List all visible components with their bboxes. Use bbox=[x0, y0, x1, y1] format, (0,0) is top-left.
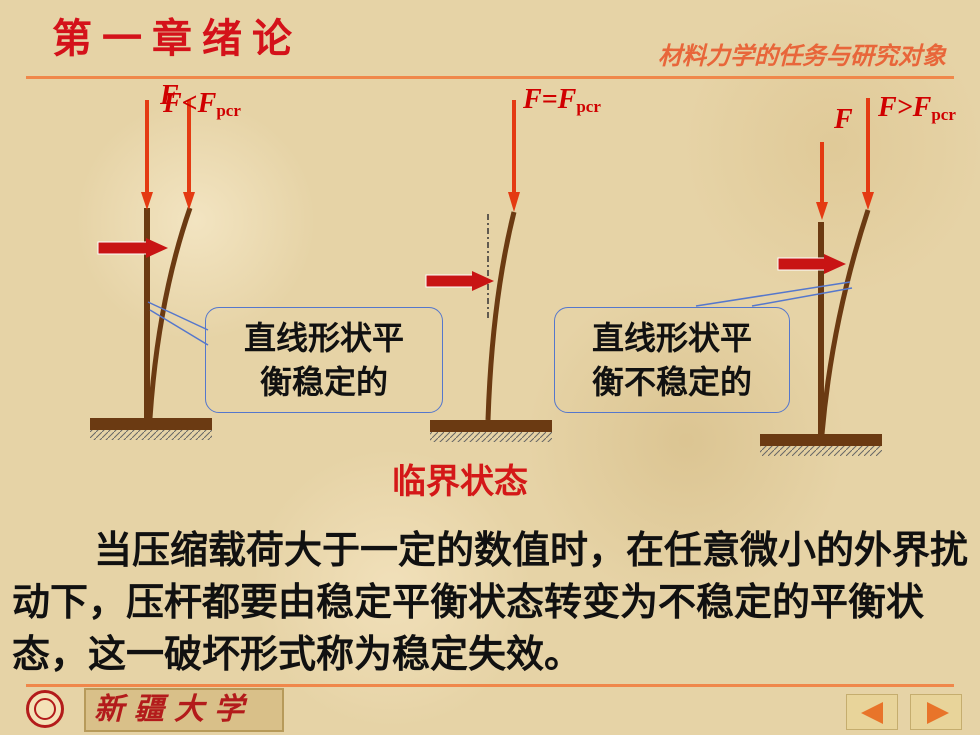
callout-pointer bbox=[149, 309, 209, 346]
prev-triangle-icon bbox=[861, 702, 883, 724]
disturbance-arrow-shaft bbox=[777, 257, 827, 271]
seal-inner-ring bbox=[34, 698, 56, 720]
load-arrow-head bbox=[141, 192, 153, 210]
straight-column bbox=[818, 222, 824, 434]
right-force-label: F bbox=[834, 104, 853, 135]
disturbance-arrow-head bbox=[146, 238, 168, 258]
load-arrow-head bbox=[862, 192, 874, 210]
footer-divider bbox=[26, 684, 954, 687]
university-name: 新疆大学 bbox=[84, 688, 284, 732]
unstable-callout: 直线形状平 衡不稳定的 bbox=[554, 307, 790, 413]
callout-pointer bbox=[751, 287, 853, 307]
disturbance-arrow-head bbox=[472, 271, 494, 291]
load-arrow-head bbox=[508, 192, 520, 212]
chapter-title: 第一章绪论 bbox=[52, 15, 302, 62]
straight-column bbox=[144, 208, 150, 420]
callout-line: 衡稳定的 bbox=[259, 363, 388, 401]
critical-state-label: 临界状态 bbox=[392, 462, 528, 502]
callout-pointer bbox=[147, 301, 209, 331]
prev-slide-button[interactable] bbox=[846, 694, 898, 730]
stable-callout: 直线形状平 衡稳定的 bbox=[205, 307, 443, 413]
left-column-diagram bbox=[90, 100, 212, 440]
middle-condition-label: F=Fpcr bbox=[523, 84, 601, 116]
load-arrow-head bbox=[816, 202, 828, 220]
bent-column bbox=[147, 207, 193, 419]
header-divider bbox=[26, 76, 954, 79]
section-subtitle: 材料力学的任务与研究对象 bbox=[658, 42, 946, 70]
base-plate bbox=[760, 434, 882, 446]
base-plate bbox=[430, 420, 552, 432]
callout-line: 衡不稳定的 bbox=[591, 363, 752, 401]
left-condition-label: F<Fpcr bbox=[163, 88, 241, 120]
ground-hatch bbox=[90, 430, 212, 440]
callout-pointer bbox=[695, 281, 851, 307]
buckling-diagram bbox=[90, 98, 882, 456]
ground-hatch bbox=[760, 446, 882, 456]
load-arrow-head bbox=[183, 192, 195, 210]
ground-hatch bbox=[430, 432, 552, 442]
base-plate bbox=[90, 418, 212, 430]
disturbance-arrow-shaft bbox=[425, 274, 475, 288]
left-force-label: F bbox=[160, 80, 179, 111]
bent-column bbox=[819, 209, 871, 435]
disturbance-arrow-shaft bbox=[97, 241, 149, 255]
disturbance-arrow-head bbox=[824, 254, 846, 274]
next-triangle-icon bbox=[927, 702, 949, 724]
callout-line: 直线形状平 bbox=[591, 319, 752, 357]
bent-column bbox=[485, 211, 517, 421]
right-condition-label: F>Fpcr bbox=[878, 92, 956, 124]
body-paragraph: 当压缩载荷大于一定的数值时，在任意微小的外界扰动下，压杆都要由稳定平衡状态转变为… bbox=[12, 528, 969, 676]
callout-line: 直线形状平 bbox=[243, 319, 404, 357]
next-slide-button[interactable] bbox=[910, 694, 962, 730]
right-column-diagram bbox=[695, 98, 882, 456]
middle-column-diagram bbox=[425, 100, 552, 442]
